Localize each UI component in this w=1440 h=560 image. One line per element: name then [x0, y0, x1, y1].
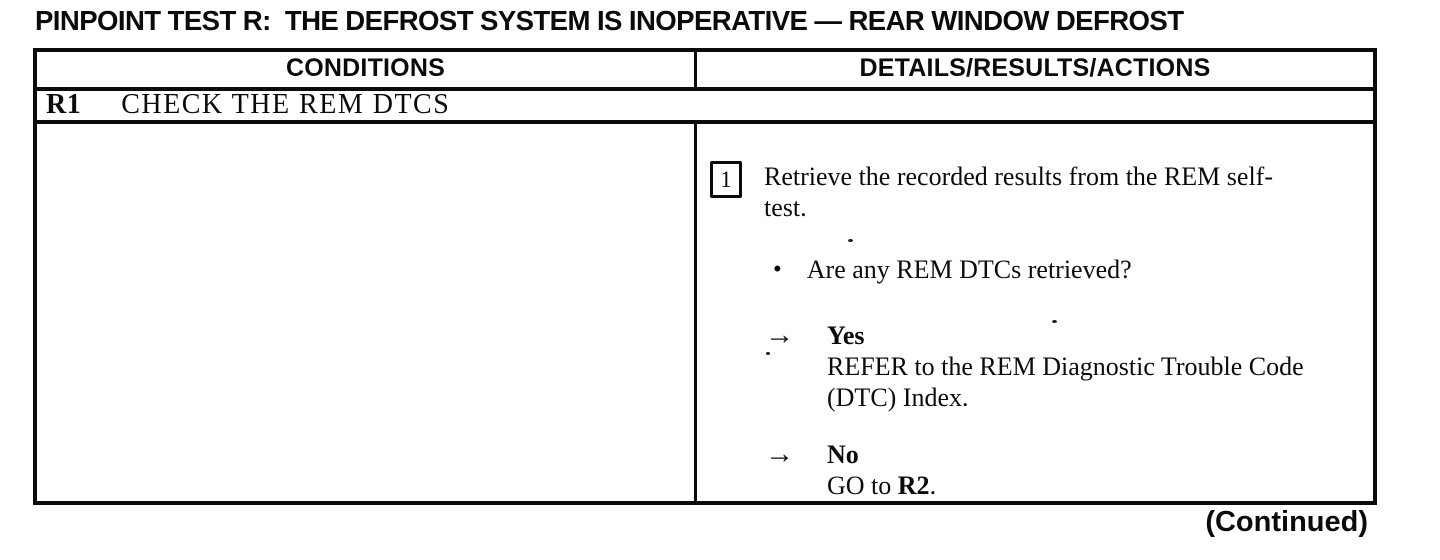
pinpoint-test-table: CONDITIONS DETAILS/RESULTS/ACTIONS R1 CH…: [33, 48, 1377, 505]
yes-action-text: REFER to the REM Diagnostic Trouble Code…: [827, 352, 1304, 412]
no-action-prefix: GO to: [827, 471, 898, 500]
table-header-row: CONDITIONS DETAILS/RESULTS/ACTIONS: [37, 52, 1373, 91]
numbered-instruction: 1 Retrieve the recorded results from the…: [707, 161, 1373, 223]
no-label: No: [827, 440, 859, 469]
column-header-details-results-actions: DETAILS/RESULTS/ACTIONS: [859, 53, 1211, 82]
table-body-row: 1 Retrieve the recorded results from the…: [37, 124, 1373, 501]
scan-artifact: [766, 352, 770, 355]
page-title: PINPOINT TEST R: THE DEFROST SYSTEM IS I…: [35, 5, 1184, 36]
conditions-cell: [37, 124, 697, 501]
question-item: • Are any REM DTCs retrieved?: [707, 254, 1373, 285]
arrow-right-icon: →: [765, 438, 794, 470]
test-step-title-row: R1 CHECK THE REM DTCS: [37, 91, 1373, 124]
scan-artifact: [848, 239, 853, 242]
no-branch: → No GO to R2.: [707, 439, 1373, 501]
arrow-right-icon: →: [765, 319, 794, 351]
question-text: Are any REM DTCs retrieved?: [806, 255, 1132, 284]
no-action-target: R2: [897, 471, 930, 500]
no-action-text: GO to R2.: [827, 470, 1327, 501]
test-step-id: R1: [46, 89, 82, 121]
no-action-suffix: .: [929, 471, 937, 500]
step-number-box: 1: [710, 161, 742, 198]
yes-branch: → Yes REFER to the REM Diagnostic Troubl…: [707, 320, 1373, 413]
column-header-conditions: CONDITIONS: [37, 52, 697, 87]
yes-branch-content: Yes REFER to the REM Diagnostic Trouble …: [827, 320, 1327, 413]
test-step-title: CHECK THE REM DTCS: [121, 89, 451, 121]
details-cell: 1 Retrieve the recorded results from the…: [697, 124, 1373, 501]
no-branch-content: No GO to R2.: [827, 439, 1327, 501]
scan-artifact: [1052, 320, 1057, 323]
yes-label: Yes: [827, 321, 865, 350]
step-instruction-text: Retrieve the recorded results from the R…: [764, 162, 1273, 222]
continued-note: (Continued): [1205, 506, 1368, 538]
bullet-icon: •: [773, 256, 782, 283]
